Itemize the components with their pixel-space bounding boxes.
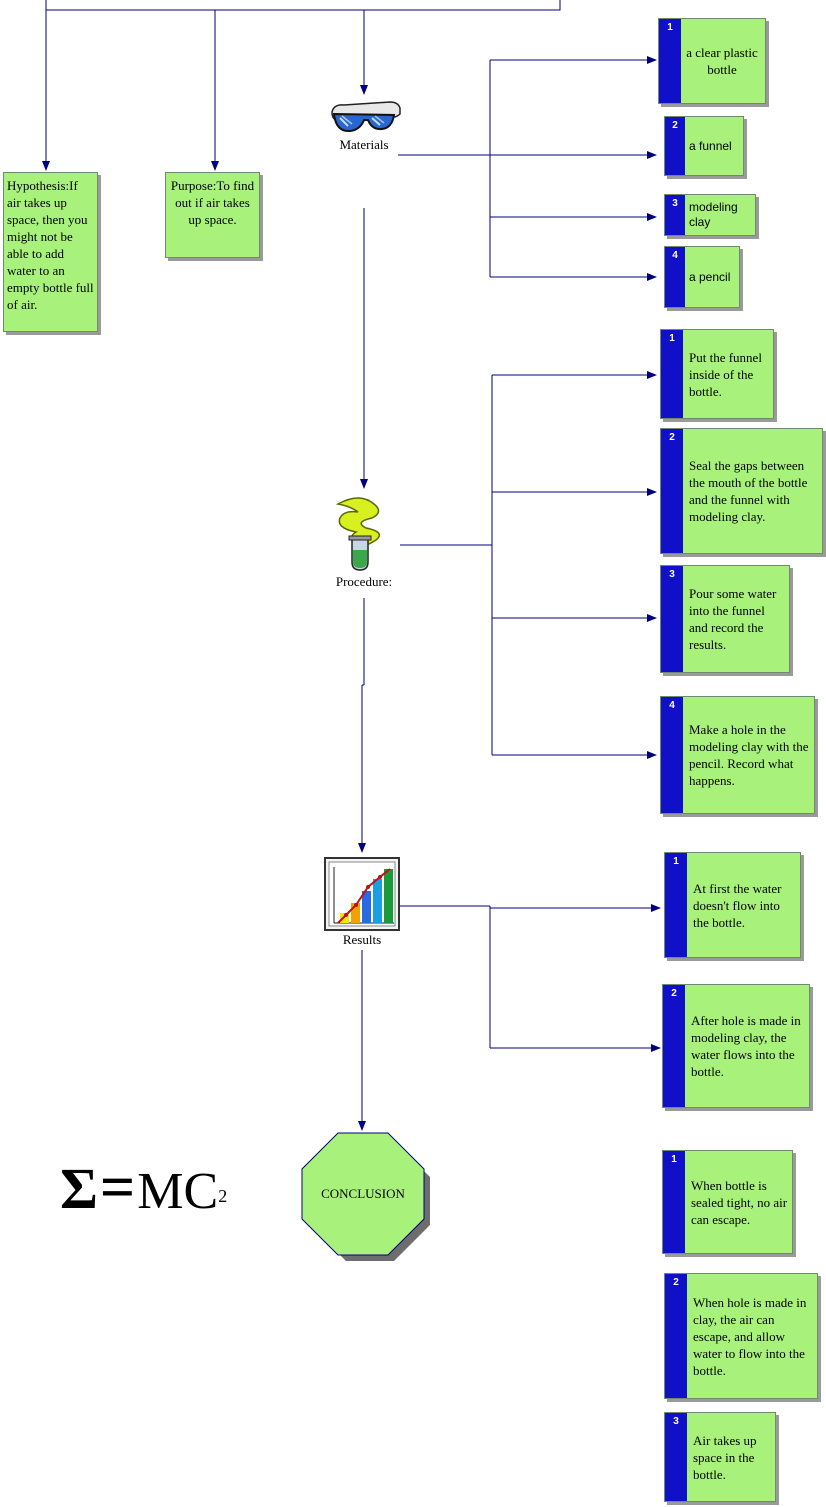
material-text: a clear plastic bottle — [686, 45, 758, 77]
top-bus-line — [45, 0, 561, 11]
material-item-4: 4 a pencil — [664, 246, 740, 308]
procedure-step-2: 2 Seal the gaps between the mouth of the… — [660, 428, 823, 554]
procedure-text: Seal the gaps between the mouth of the b… — [689, 458, 808, 524]
conclusion-text: When hole is made in clay, the air can e… — [693, 1294, 807, 1378]
materials-label: Materials — [339, 137, 389, 152]
conclusion-octagon: CONCLUSION — [298, 1132, 432, 1266]
result-text: At first the water doesn't flow into the… — [693, 880, 782, 930]
material-text: a pencil — [689, 269, 731, 284]
hypothesis-box: Hypothesis:If air takes up space, then y… — [3, 172, 98, 332]
goggles-icon — [330, 98, 402, 138]
conclusion-text: Air takes up space in the bottle. — [693, 1432, 757, 1482]
chemistry-flask-icon — [330, 492, 396, 572]
material-text: a funnel — [689, 138, 732, 153]
bar-chart-icon — [324, 857, 400, 931]
emc2-formula: Σ=MC2 — [60, 1156, 228, 1222]
material-item-2: 2 a funnel — [664, 116, 744, 176]
material-text: modeling clay — [689, 200, 738, 229]
conclusion-item-2: 2 When hole is made in clay, the air can… — [664, 1273, 818, 1399]
result-item-1: 1 At first the water doesn't flow into t… — [664, 852, 801, 958]
procedure-step-3: 3 Pour some water into the funnel and re… — [660, 565, 790, 673]
procedure-text: Make a hole in the modeling clay with th… — [689, 722, 809, 788]
result-text: After hole is made in modeling clay, the… — [691, 1013, 801, 1079]
purpose-text: Purpose:To find out if air takes up spac… — [170, 178, 255, 227]
material-item-1: 1 a clear plastic bottle — [658, 18, 766, 104]
equals-symbol: = — [99, 1154, 136, 1222]
procedure-step-1: 1 Put the funnel inside of the bottle. — [660, 329, 774, 419]
mc-text: MC — [137, 1163, 219, 1220]
hypothesis-text: Hypothesis:If air takes up space, then y… — [7, 178, 94, 312]
exponent-text: 2 — [218, 1186, 228, 1206]
procedure-step-4: 4 Make a hole in the modeling clay with … — [660, 696, 815, 814]
results-label: Results — [342, 932, 382, 947]
sigma-symbol: Σ — [60, 1156, 98, 1221]
conclusion-text: When bottle is sealed tight, no air can … — [691, 1177, 788, 1227]
procedure-text: Put the funnel inside of the bottle. — [689, 349, 762, 399]
conclusion-item-1: 1 When bottle is sealed tight, no air ca… — [662, 1150, 793, 1254]
conclusion-item-3: 3 Air takes up space in the bottle. — [664, 1412, 776, 1502]
conclusion-label: CONCLUSION — [321, 1186, 405, 1201]
result-item-2: 2 After hole is made in modeling clay, t… — [662, 984, 810, 1108]
purpose-box: Purpose:To find out if air takes up spac… — [165, 172, 260, 258]
procedure-label: Procedure: — [335, 574, 393, 589]
material-item-3: 3 modeling clay — [664, 194, 756, 236]
procedure-text: Pour some water into the funnel and reco… — [689, 586, 777, 652]
